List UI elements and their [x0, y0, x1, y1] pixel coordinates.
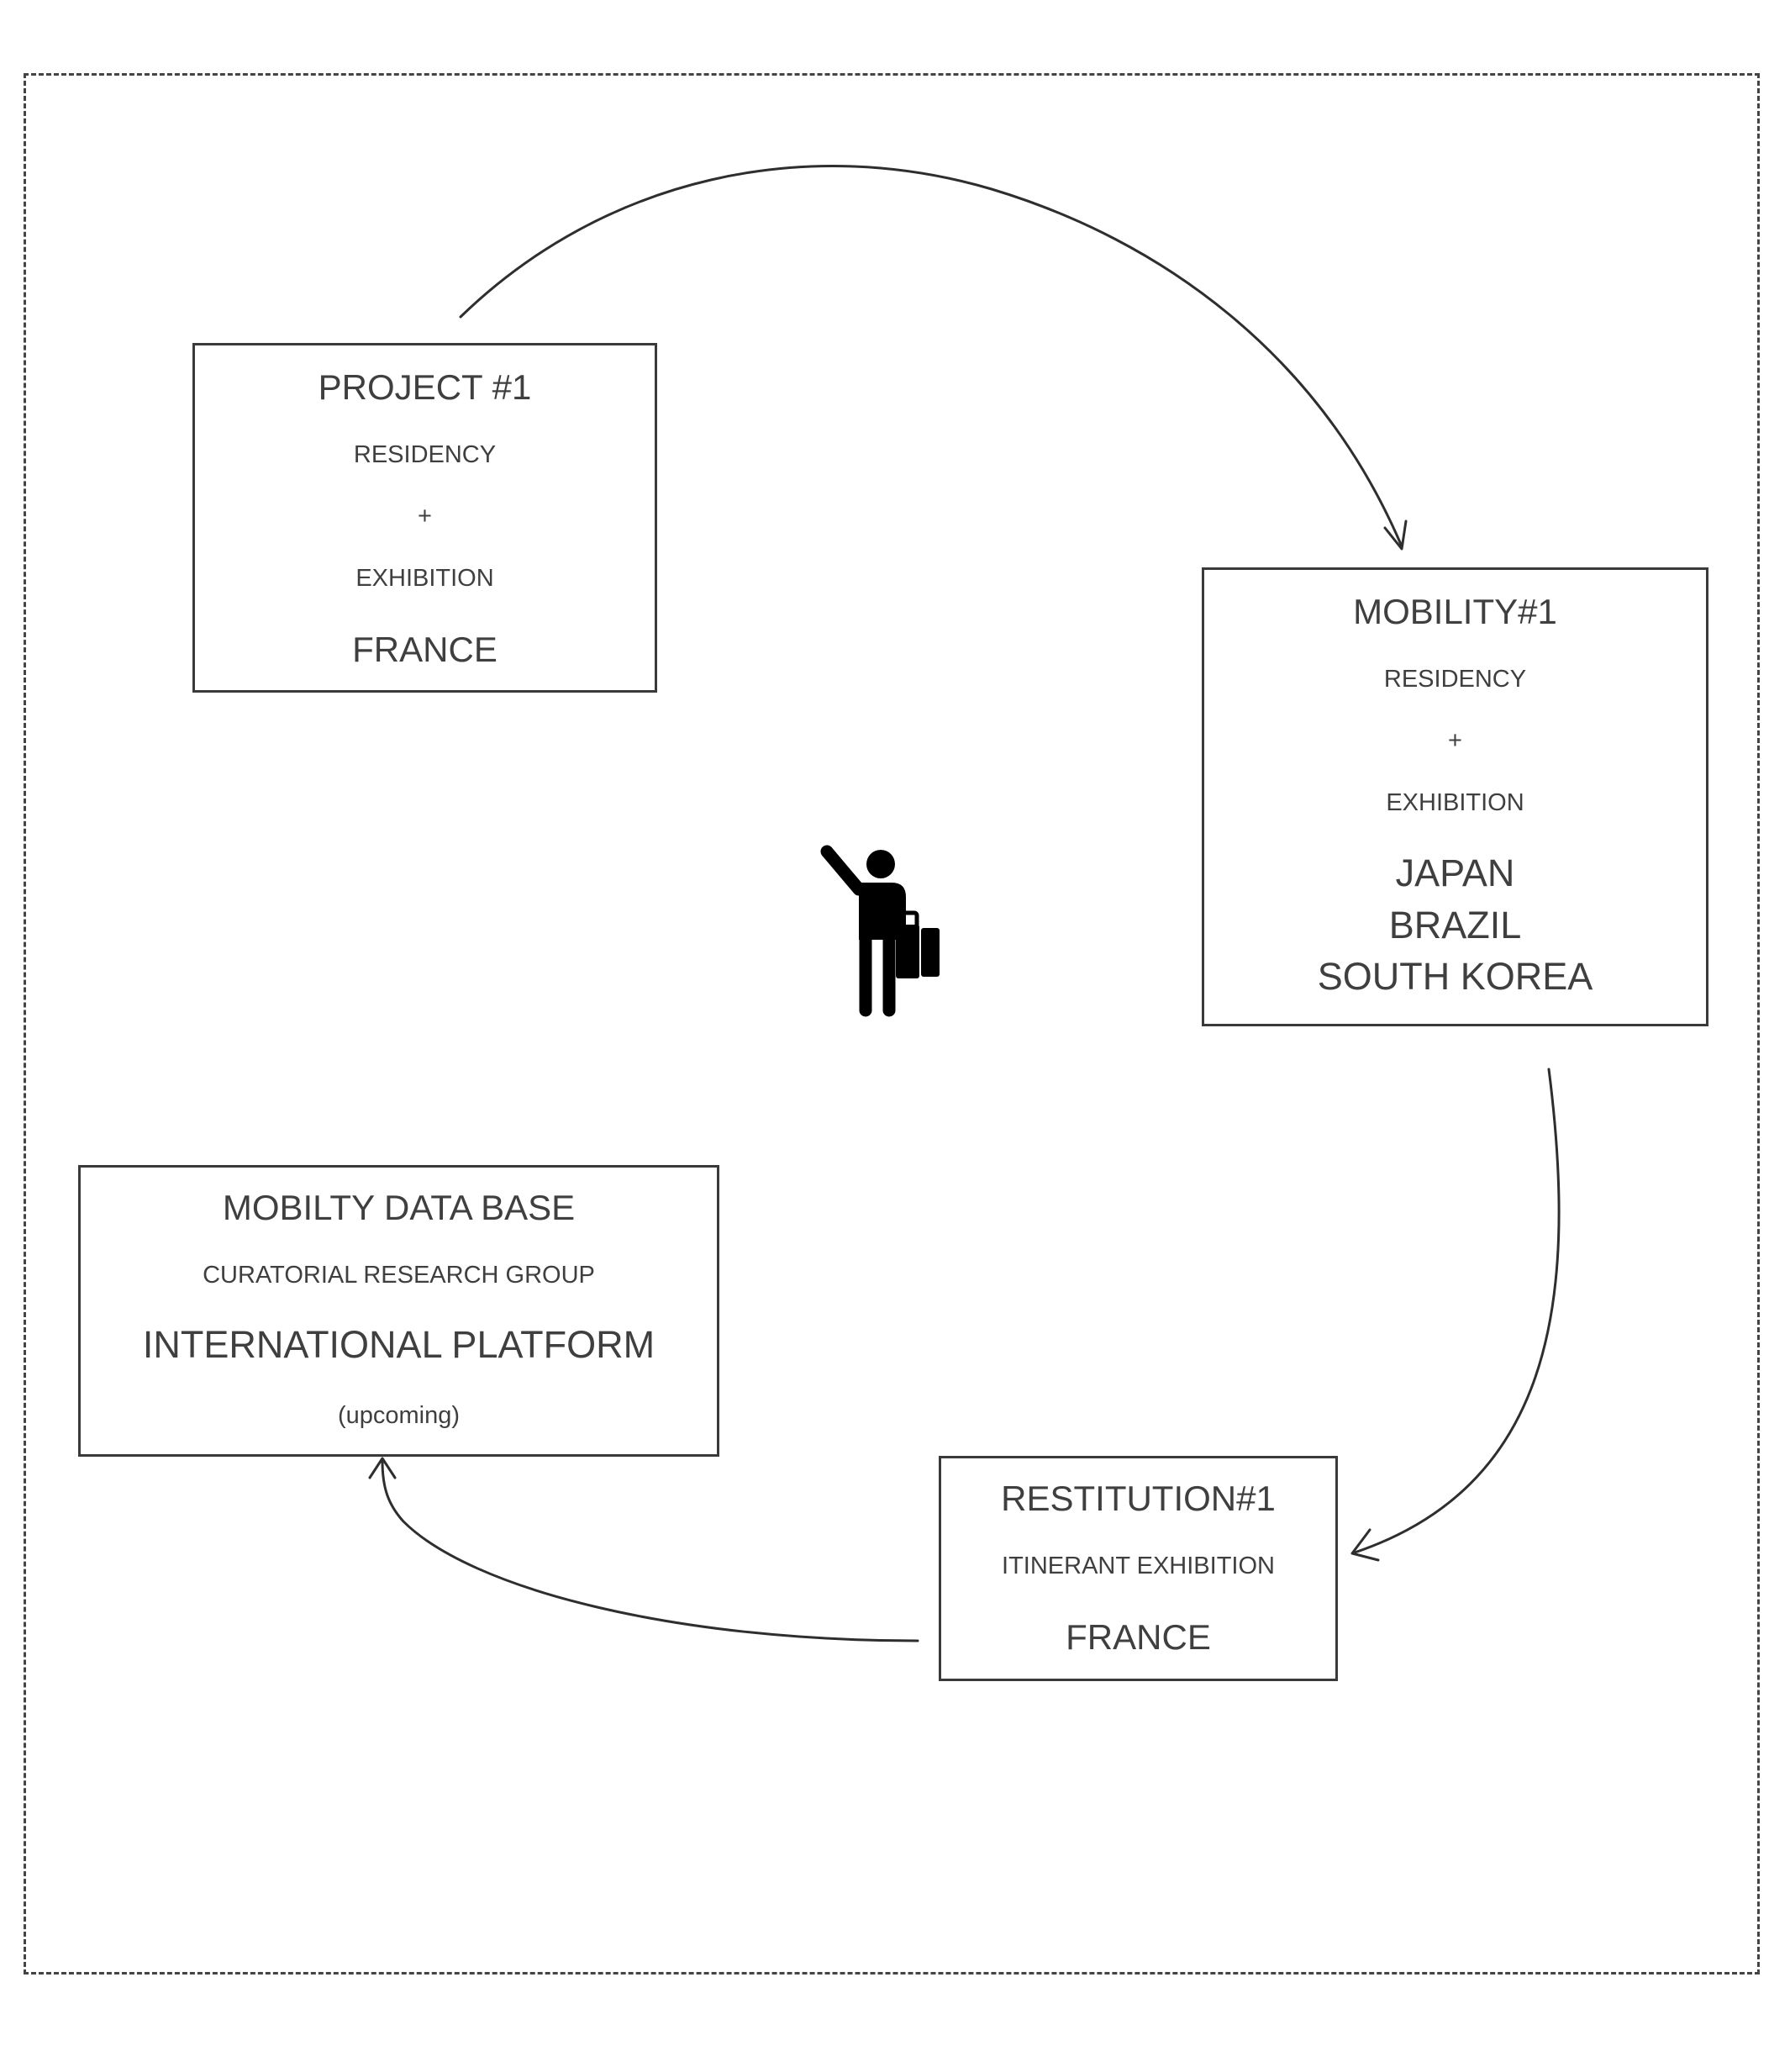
project-box: PROJECT #1 RESIDENCY + EXHIBITION FRANCE	[192, 343, 657, 693]
project-country: FRANCE	[352, 630, 498, 669]
mobility-country-south-korea: SOUTH KOREA	[1317, 955, 1593, 998]
project-title: PROJECT #1	[318, 367, 532, 407]
arrowhead-mobility	[1383, 519, 1408, 551]
database-box: MOBILTY DATA BASE CURATORIAL RESEARCH GR…	[78, 1165, 719, 1457]
mobility-title: MOBILITY#1	[1353, 592, 1557, 631]
restitution-title: RESTITUTION#1	[1001, 1479, 1276, 1518]
mobility-box: MOBILITY#1 RESIDENCY + EXHIBITION JAPAN …	[1202, 567, 1708, 1026]
traveler-with-suitcase-icon	[820, 845, 940, 1017]
database-title: MOBILTY DATA BASE	[222, 1188, 576, 1227]
arrow-project-to-mobility	[459, 165, 1403, 548]
arrowhead-database	[368, 1457, 397, 1479]
diagram-frame	[24, 73, 1760, 1974]
mobility-exhibition-label: EXHIBITION	[1386, 789, 1524, 816]
mobility-plus-sign: +	[1448, 727, 1462, 754]
mobility-country-japan: JAPAN	[1395, 851, 1515, 894]
arrowhead-restitution	[1350, 1528, 1380, 1562]
database-subtitle: CURATORIAL RESEARCH GROUP	[203, 1262, 595, 1289]
mobility-country-brazil: BRAZIL	[1388, 904, 1522, 946]
arrow-mobility-to-restitution	[1353, 1068, 1561, 1554]
database-upcoming-note: (upcoming)	[337, 1402, 461, 1429]
mobility-residency-label: RESIDENCY	[1383, 666, 1527, 693]
restitution-box: RESTITUTION#1 ITINERANT EXHIBITION FRANC…	[939, 1456, 1338, 1681]
restitution-country: FRANCE	[1066, 1617, 1211, 1657]
database-platform-label: INTERNATIONAL PLATFORM	[142, 1323, 655, 1366]
project-plus-sign: +	[418, 503, 432, 530]
restitution-subtitle: ITINERANT EXHIBITION	[1002, 1553, 1275, 1579]
project-residency-label: RESIDENCY	[353, 441, 497, 468]
arrow-restitution-to-database	[381, 1459, 919, 1642]
project-exhibition-label: EXHIBITION	[355, 565, 494, 592]
